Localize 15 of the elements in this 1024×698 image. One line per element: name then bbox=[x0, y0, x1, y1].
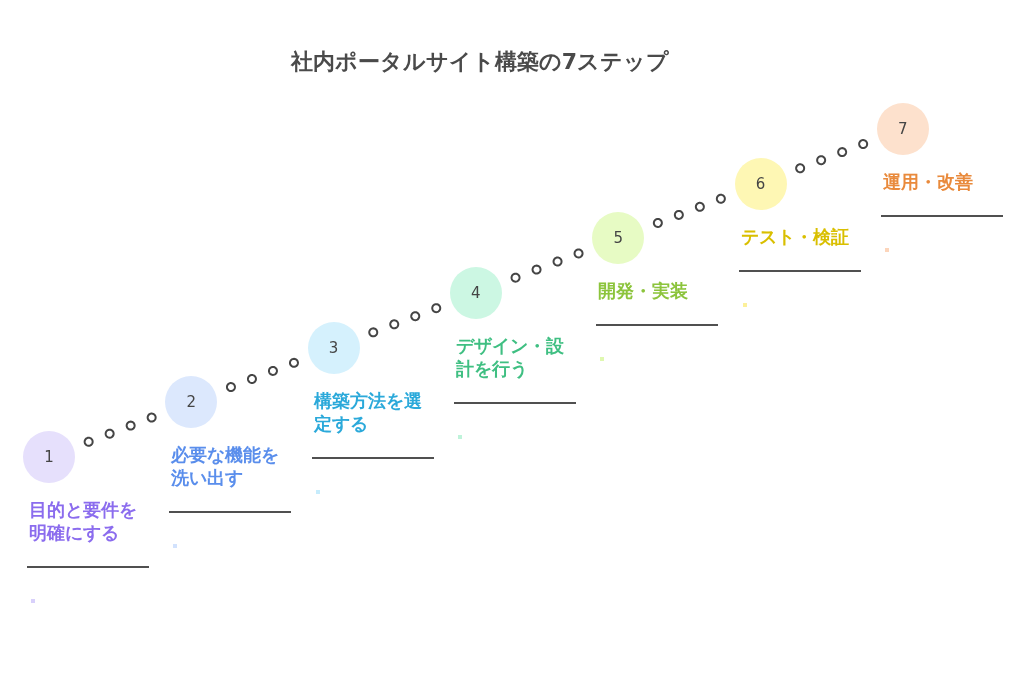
step-label: 目的と要件を明確にする bbox=[29, 498, 138, 544]
step-number: 5 bbox=[613, 229, 623, 248]
title: 社内ポータルサイト構築の7ステップ bbox=[290, 48, 670, 76]
step-label: 開発・実装 bbox=[598, 279, 690, 303]
step-label: 構築方法を選定する bbox=[313, 388, 423, 435]
step-label: 運用・改善 bbox=[882, 169, 974, 193]
step-number: 4 bbox=[471, 283, 481, 302]
step-number: 1 bbox=[44, 448, 54, 466]
step-label: 必要な機能を洗い出す bbox=[171, 443, 281, 490]
step-number: 2 bbox=[186, 393, 197, 412]
step-number: 6 bbox=[755, 174, 766, 193]
step-label: デザイン・設計を行う bbox=[455, 333, 565, 380]
step-number: 7 bbox=[898, 119, 908, 138]
step-label: テスト・検証 bbox=[740, 224, 850, 248]
step-number: 3 bbox=[328, 338, 339, 357]
